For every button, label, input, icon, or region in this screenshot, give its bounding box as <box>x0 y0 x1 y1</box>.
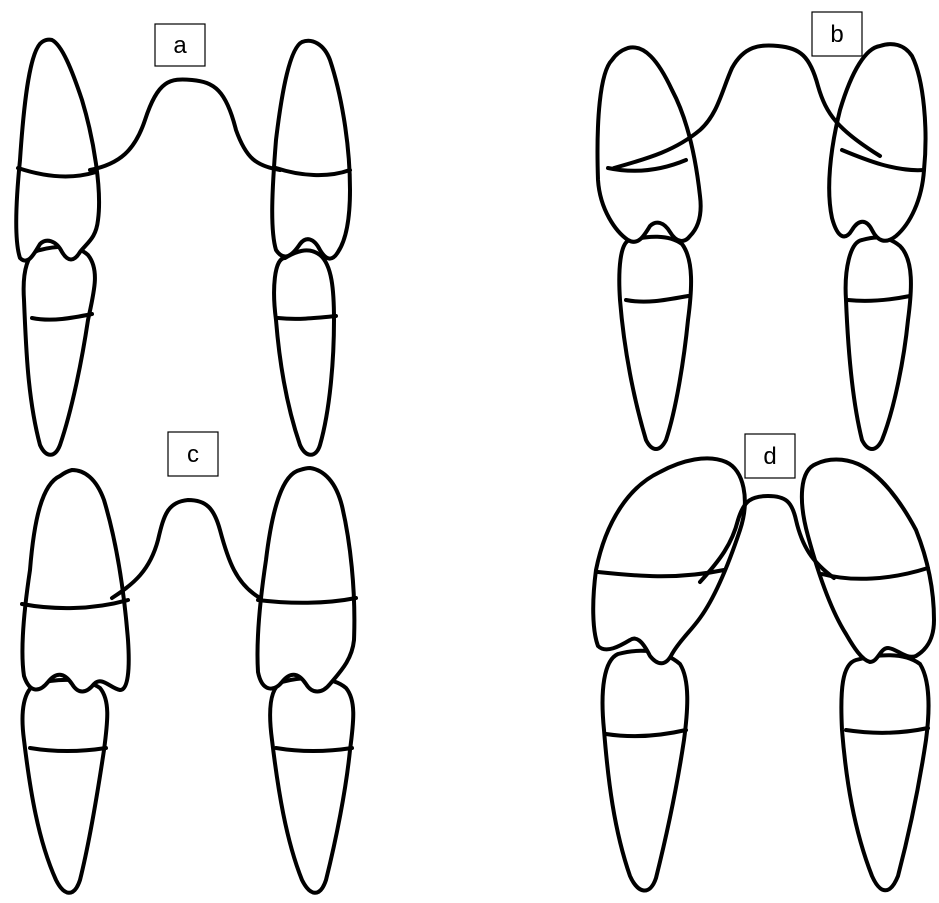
panel-label-c: c <box>168 432 218 476</box>
upper-tooth-right <box>272 41 350 259</box>
lower-tooth-left <box>23 680 108 893</box>
upper-tooth-left <box>22 470 129 692</box>
palatal-arch-wire-c <box>112 500 260 598</box>
upper-tooth-right <box>257 468 356 692</box>
panel-label-b: b <box>812 12 862 56</box>
lower-tooth-right <box>270 678 353 893</box>
panel-a: a <box>16 24 350 455</box>
lower-tooth-right <box>274 250 336 454</box>
lower-tooth-right <box>841 655 928 890</box>
lower-tooth-left <box>619 237 691 449</box>
upper-tooth-right <box>802 460 934 663</box>
lower-tooth-left <box>603 651 688 891</box>
panel-d: d <box>593 434 934 891</box>
lower-tooth-right <box>846 238 911 449</box>
svg-text:b: b <box>830 21 843 48</box>
svg-text:c: c <box>187 441 199 468</box>
panel-label-d: d <box>745 434 795 478</box>
palatal-arch-wire-a <box>90 79 280 170</box>
upper-tooth-left <box>593 458 745 663</box>
panel-label-a: a <box>155 24 205 66</box>
panel-b: b <box>598 12 926 449</box>
upper-tooth-left <box>16 40 99 261</box>
upper-tooth-right <box>829 44 925 241</box>
svg-text:d: d <box>763 443 776 470</box>
svg-text:a: a <box>173 32 187 59</box>
lower-tooth-left <box>24 247 95 455</box>
upper-tooth-left <box>598 47 701 241</box>
panel-c: c <box>22 432 356 893</box>
